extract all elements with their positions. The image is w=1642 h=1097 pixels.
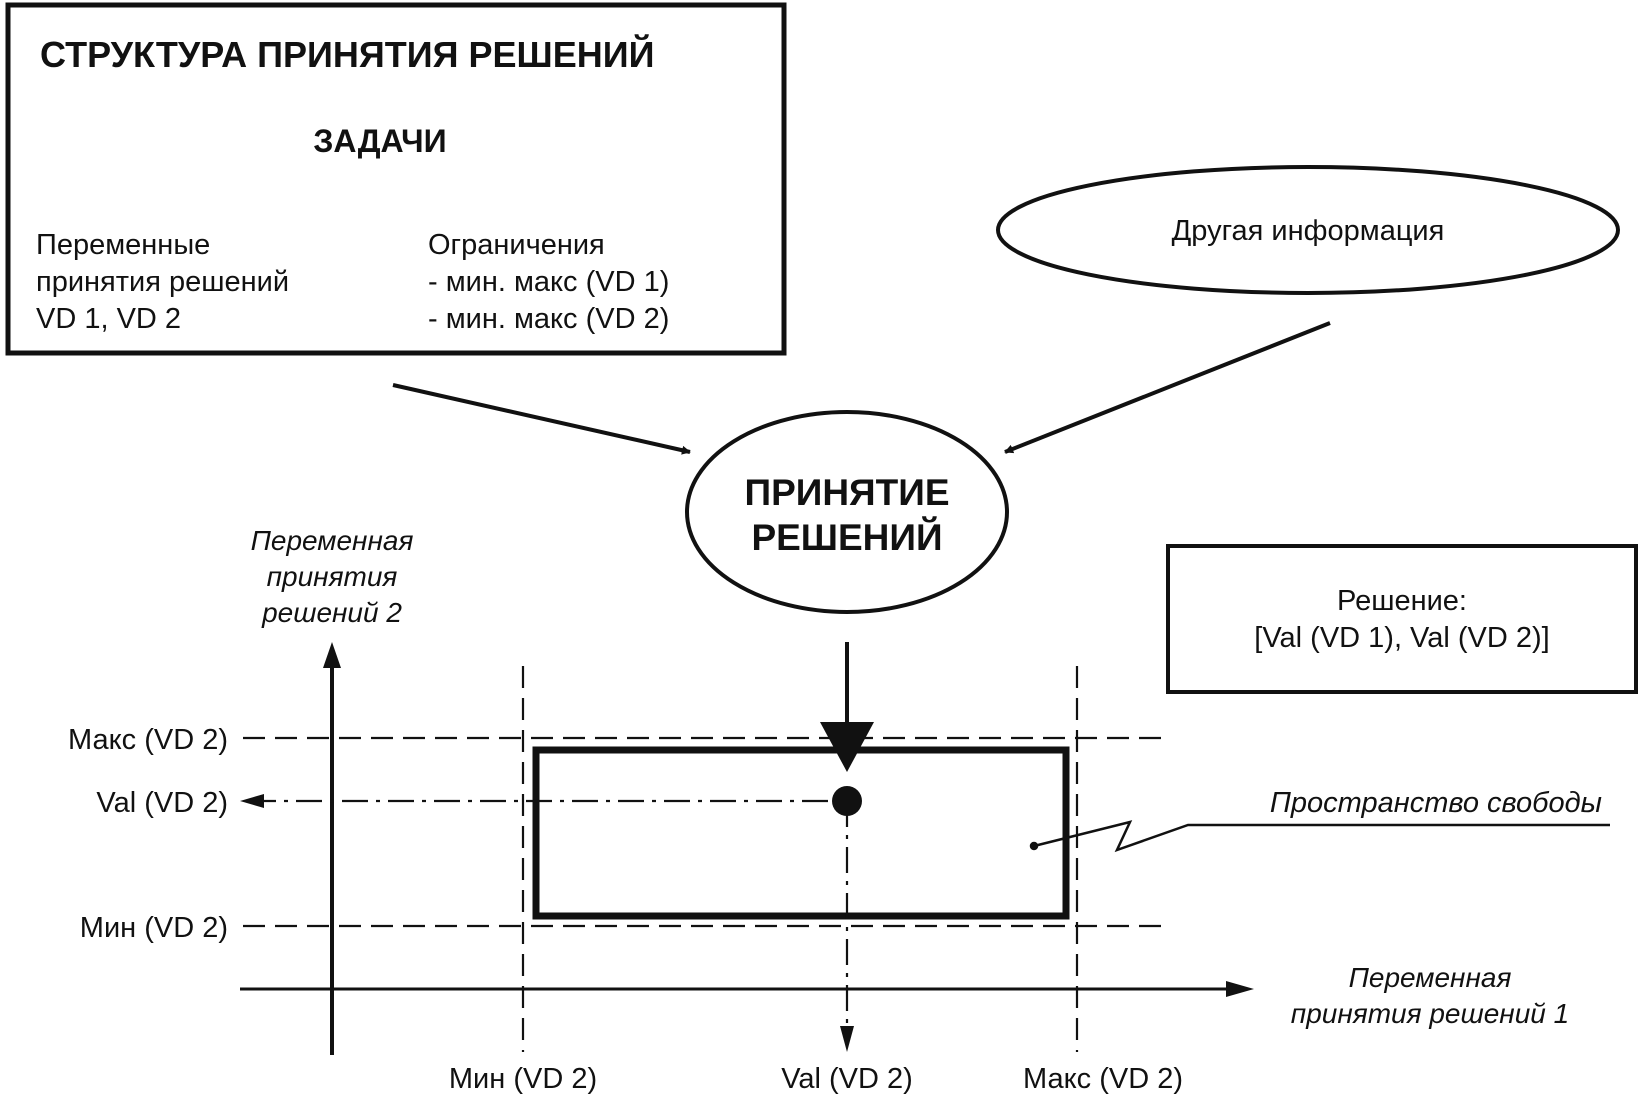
constraints-line-1: Ограничения [428,229,605,261]
constraints-line-2: - мин. макс (VD 1) [428,266,669,298]
y-tick-val: Val (VD 2) [96,787,228,819]
y-axis-label-line-3: решений 2 [261,597,402,628]
solution-projection-lines [250,799,849,1030]
variables-line-1: Переменные [36,229,210,261]
constraint-lines [243,666,1162,1052]
decision-label-line-1: ПРИНЯТИЕ [744,472,949,513]
solution-point [832,786,862,816]
freedom-space-rect [532,746,1070,920]
structure-title: СТРУКТУРА ПРИНЯТИЯ РЕШЕНИЙ [40,33,654,75]
other-info-ellipse: Другая информация [996,165,1620,295]
structure-box: СТРУКТУРА ПРИНЯТИЯ РЕШЕНИЙ ЗАДАЧИ Переме… [5,2,787,356]
x-axis-label-line-1: Переменная [1349,962,1512,993]
constraints-line-3: - мин. макс (VD 2) [428,303,669,335]
y-axis-label-line-2: принятия [267,561,398,592]
decision-down-arrow [820,642,874,772]
x-tick-val: Val (VD 2) [781,1063,913,1095]
x-tick-min: Мин (VD 2) [449,1063,597,1095]
arrow-structure-to-decision [392,383,691,455]
decision-ellipse: ПРИНЯТИЕ РЕШЕНИЙ [685,410,1009,614]
x-axis-arrowhead [1226,981,1254,997]
x-tick-max: Макс (VD 2) [1023,1063,1183,1095]
freedom-space-leader [1029,820,1610,853]
chart-axes [240,642,1254,1055]
variables-line-3: VD 1, VD 2 [36,303,181,335]
y-axis-label-line-1: Переменная [251,525,414,556]
val-vd1-arrowhead [840,1026,854,1052]
y-axis-arrowhead [323,642,341,668]
variables-line-2: принятия решений [36,266,289,298]
solution-box: Решение: [Val (VD 1), Val (VD 2)] [1166,544,1638,694]
tasks-heading: ЗАДАЧИ [313,123,446,159]
arrow-info-to-decision [1004,321,1331,454]
solution-label: Решение: [1337,585,1467,617]
y-tick-min: Мин (VD 2) [80,912,228,944]
y-tick-max: Макс (VD 2) [68,724,228,756]
solution-values: [Val (VD 1), Val (VD 2)] [1254,622,1549,654]
x-axis-label-line-2: принятия решений 1 [1291,998,1569,1029]
freedom-space-label: Пространство свободы [1270,787,1602,819]
val-vd2-arrowhead [240,794,264,808]
other-info-label: Другая информация [1172,215,1445,247]
decision-label-line-2: РЕШЕНИЙ [751,516,942,558]
